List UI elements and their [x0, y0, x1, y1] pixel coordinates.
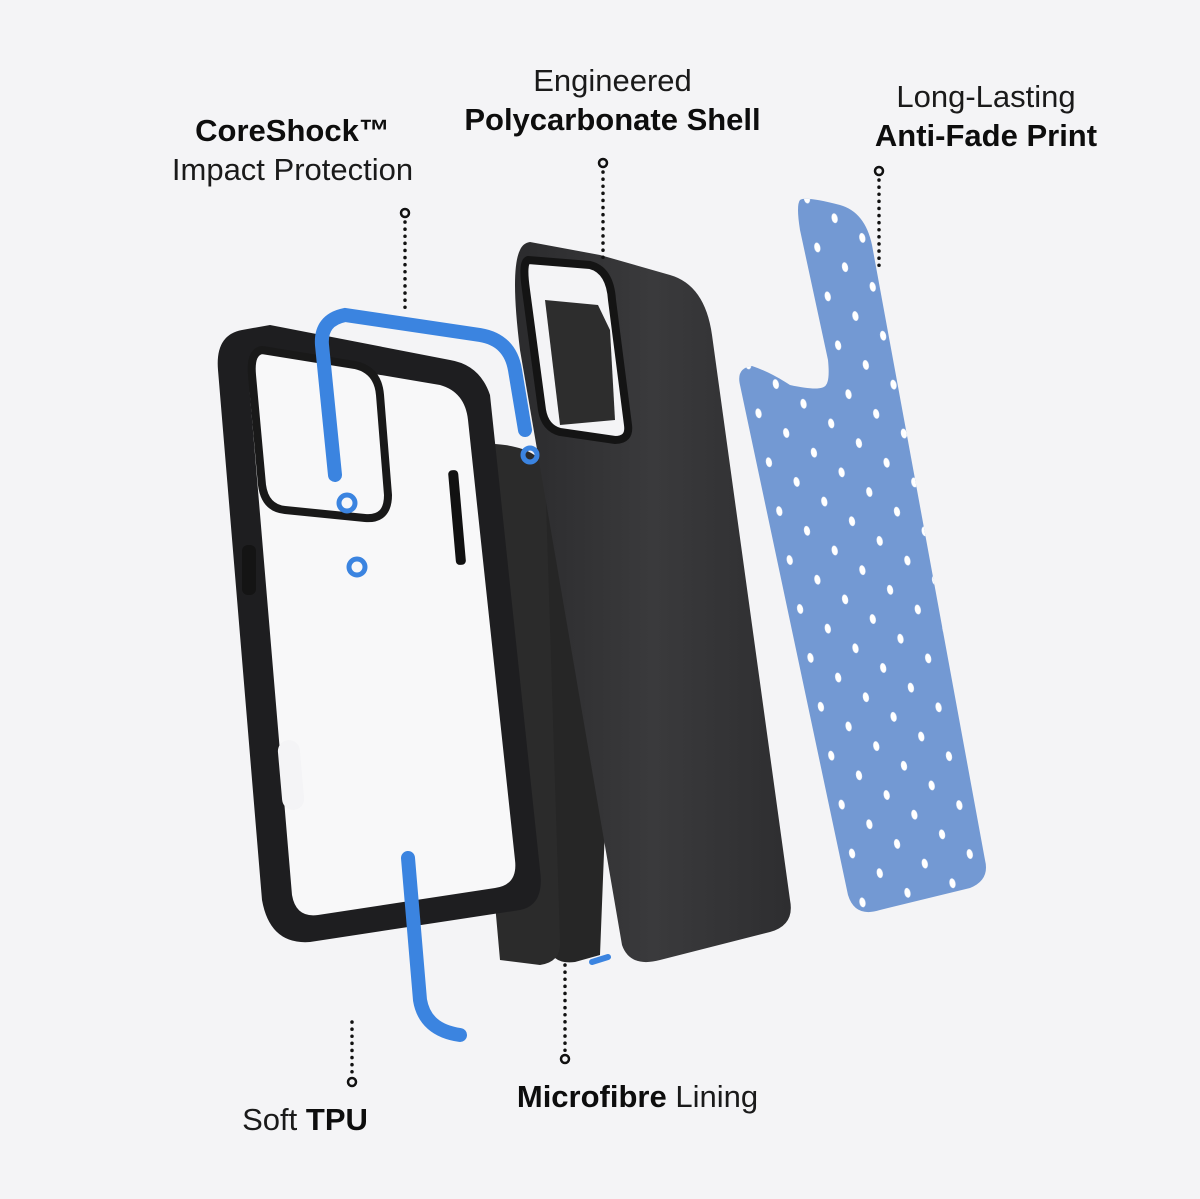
- shell-callout: Engineered Polycarbonate Shell: [440, 62, 785, 140]
- print-layer: [739, 198, 986, 913]
- shell-layer: [515, 242, 791, 963]
- coreshock-callout-dot: [399, 207, 411, 219]
- print-title: Anti-Fade Print: [874, 117, 1098, 153]
- print-subtitle: Long-Lasting: [896, 79, 1076, 114]
- tpu-callout: Soft TPU: [225, 1101, 385, 1140]
- print-callout: Long-Lasting Anti-Fade Print: [855, 78, 1117, 156]
- callout-leaders: [346, 157, 885, 1088]
- tpu-title: TPU: [305, 1102, 368, 1137]
- coreshock-layer: [314, 307, 611, 1042]
- shell-subtitle: Engineered: [533, 63, 692, 98]
- coreshock-title: CoreShock™: [195, 113, 390, 148]
- shell-callout-dot: [597, 157, 609, 169]
- lining-callout-dot: [559, 1053, 571, 1065]
- lining-title: Microfibre: [516, 1079, 667, 1114]
- coreshock-subtitle: Impact Protection: [171, 151, 414, 187]
- tpu-bumper-layer: [217, 325, 541, 943]
- tpu-callout-dot: [346, 1076, 358, 1088]
- tpu-subtitle: Soft: [242, 1102, 298, 1137]
- shell-title: Polycarbonate Shell: [464, 101, 761, 137]
- lining-callout: Microfibre Lining: [495, 1078, 780, 1117]
- lining-subtitle: Lining: [675, 1079, 759, 1114]
- coreshock-callout: CoreShock™ Impact Protection: [140, 112, 445, 190]
- print-callout-dot: [873, 165, 885, 177]
